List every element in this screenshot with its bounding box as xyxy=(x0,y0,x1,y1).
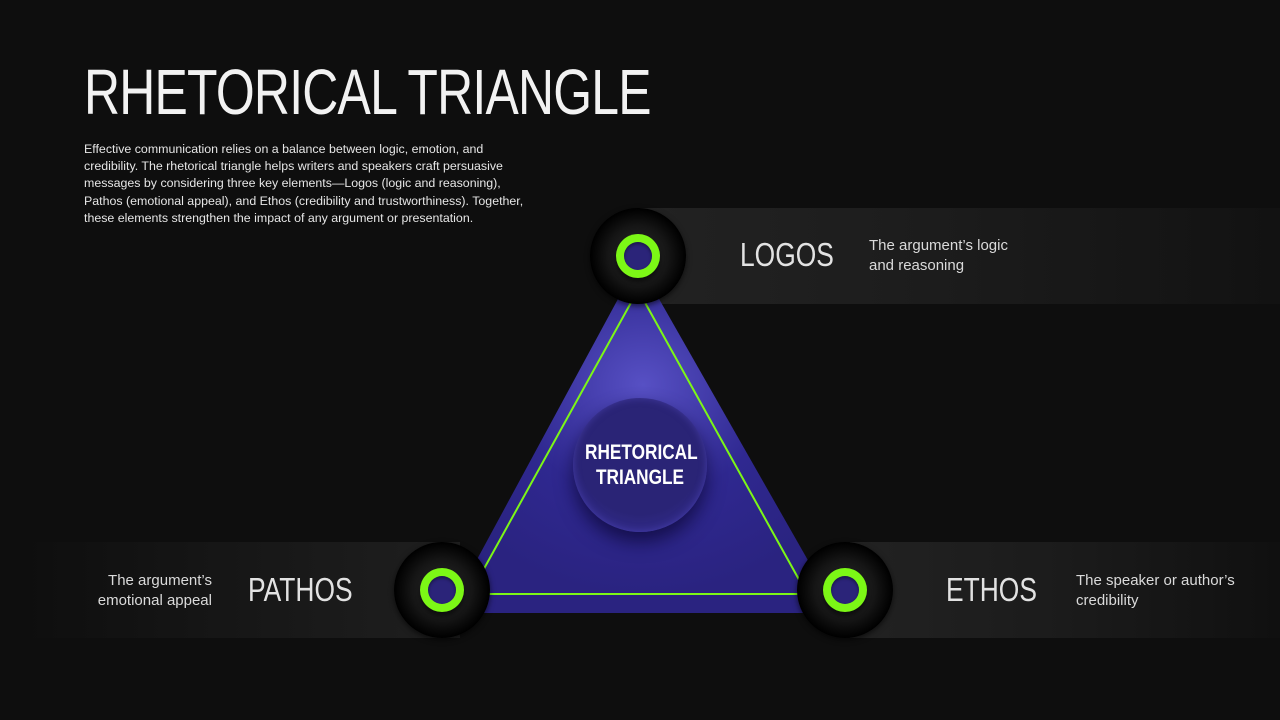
slide-description: Effective communication relies on a bala… xyxy=(84,142,524,225)
logos-desc-line2: and reasoning xyxy=(869,257,965,274)
pathos-desc-line2: emotional appeal xyxy=(97,592,212,609)
slide-title: RHETORICAL TRIANGLE xyxy=(84,56,652,128)
ethos-node-icon xyxy=(797,542,893,638)
logos-desc-line1: The argument’s logic xyxy=(869,237,1008,254)
logos-band xyxy=(640,208,1280,304)
ethos-label: ETHOS xyxy=(946,571,1037,608)
logos-label: LOGOS xyxy=(740,236,834,273)
pathos-desc-line1: The argument’s xyxy=(108,572,212,589)
center-label-line1: RHETORICAL xyxy=(585,441,698,464)
ethos-desc-line1: The speaker or author’s xyxy=(1076,572,1235,589)
pathos-description: The argument’s emotional appeal xyxy=(60,571,212,611)
ethos-band xyxy=(850,542,1280,638)
center-label-line2: TRIANGLE xyxy=(595,466,684,489)
center-circle: RHETORICAL TRIANGLE xyxy=(573,398,707,532)
logos-node-icon xyxy=(590,208,686,304)
pathos-label: PATHOS xyxy=(248,571,353,608)
pathos-node-icon xyxy=(394,542,490,638)
ethos-desc-line2: credibility xyxy=(1076,592,1139,609)
logos-description: The argument’s logic and reasoning xyxy=(869,236,1008,276)
ethos-description: The speaker or author’s credibility xyxy=(1076,571,1235,611)
pathos-band xyxy=(20,542,460,638)
